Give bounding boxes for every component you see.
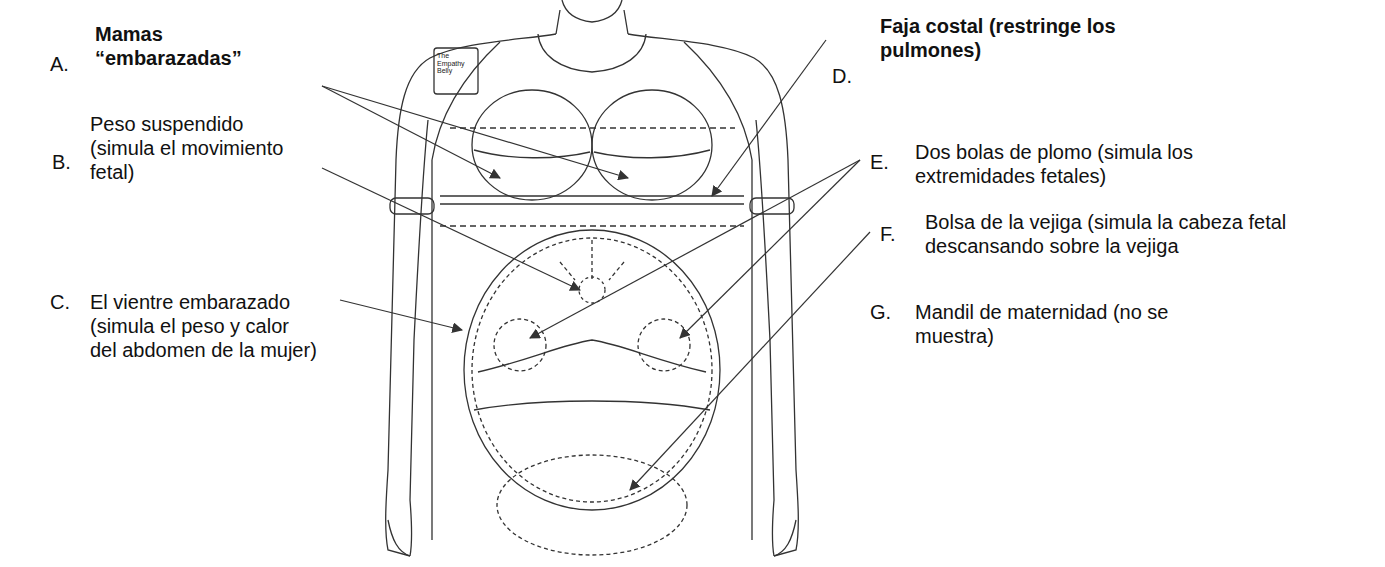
leader-line xyxy=(322,168,580,290)
breast-right xyxy=(592,90,712,200)
cuff-left xyxy=(390,198,434,214)
callout-letter: F. xyxy=(880,222,910,246)
part-name: Faja costal (restringe los pulmones) xyxy=(880,14,1170,62)
lead-ball-left xyxy=(494,319,546,371)
left-hand xyxy=(388,500,412,556)
part-name: Peso suspendido (simula el movimiento fe… xyxy=(90,112,290,184)
figure xyxy=(386,0,799,556)
bra-line xyxy=(450,127,735,128)
patch-text: The Empathy Belly xyxy=(437,52,475,75)
callout-letter: C. xyxy=(50,290,80,314)
left-arm-inner xyxy=(410,120,428,500)
vest-sides xyxy=(432,42,752,540)
breast-seams xyxy=(474,150,710,158)
callout-letter: B. xyxy=(52,150,82,174)
belly-inner xyxy=(472,238,712,502)
right-arm-inner xyxy=(756,120,774,500)
vest-patch xyxy=(434,48,478,94)
belt-lower xyxy=(440,225,744,226)
belly-fold xyxy=(478,340,706,372)
part-name: Mamas “embarazadas” xyxy=(95,22,295,70)
leader-line xyxy=(680,160,860,338)
leader-line xyxy=(630,232,870,490)
leader-line xyxy=(322,86,628,178)
callout-letter: D. xyxy=(832,64,862,88)
weight-strings xyxy=(560,240,624,280)
leader-line xyxy=(530,160,860,338)
vest-neckline xyxy=(538,34,646,72)
rib-belt xyxy=(440,196,744,204)
part-name: El vientre embarazado (simula el peso y … xyxy=(90,290,320,362)
part-name: Mandil de maternidad (no se muestra) xyxy=(915,300,1215,348)
part-name: Bolsa de la vejiga (simula la cabeza fet… xyxy=(925,210,1305,258)
leader-line xyxy=(712,40,826,196)
part-name: Dos bolas de plomo (simula los extremida… xyxy=(915,140,1215,188)
leader-line xyxy=(340,300,462,330)
callout-letter: E. xyxy=(870,150,900,174)
lead-ball-right xyxy=(638,319,690,371)
neck xyxy=(556,10,628,34)
belly-fold-2 xyxy=(474,401,710,410)
right-hand xyxy=(773,500,797,556)
leader-lines xyxy=(322,40,870,490)
breast-left xyxy=(472,90,592,200)
callout-letter: A. xyxy=(50,52,80,76)
bladder-bag xyxy=(497,455,687,555)
chin xyxy=(562,0,622,22)
callout-letter: G. xyxy=(870,300,900,324)
cuff-right xyxy=(750,198,794,214)
belly xyxy=(464,230,720,510)
